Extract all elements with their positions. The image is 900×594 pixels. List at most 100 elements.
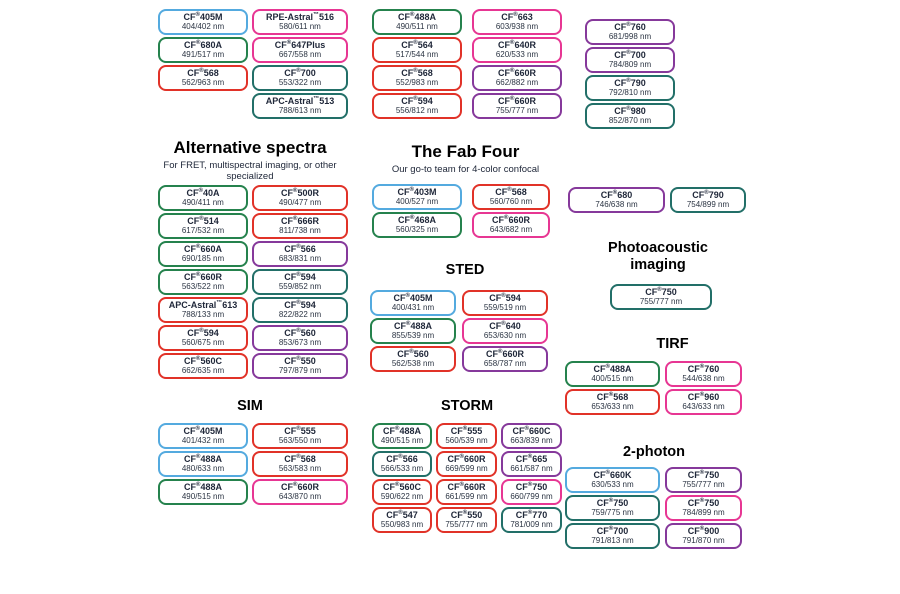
- dye-wavelength: 788/613 nm: [278, 106, 322, 116]
- dye-wavelength: 400/431 nm: [391, 303, 435, 313]
- dye-name: CF®660C: [512, 426, 551, 437]
- dye-wavelength: 566/533 nm: [380, 464, 424, 474]
- dye-name: CF®488A: [184, 454, 222, 465]
- dye-wavelength: 755/777 nm: [682, 480, 725, 490]
- dye-wavelength: 603/938 nm: [495, 22, 539, 32]
- dye-name: CF®700: [596, 526, 629, 537]
- dye-wavelength: 580/611 nm: [279, 22, 321, 32]
- dye-wavelength: 746/638 nm: [595, 200, 638, 210]
- dye-wavelength: 788/133 nm: [181, 310, 225, 320]
- dye-wavelength: 490/515 nm: [380, 436, 424, 446]
- dye-name: CF®488A: [184, 482, 222, 493]
- dye-wavelength: 590/622 nm: [380, 492, 424, 502]
- sim-title: SIM: [237, 398, 263, 414]
- dye-wavelength: 784/809 nm: [608, 60, 652, 70]
- dye-name: CF®665: [515, 454, 548, 465]
- dye-name: CF®660R: [447, 482, 486, 493]
- dye-name: CF®568: [596, 392, 629, 403]
- dye-wavelength: 755/777 nm: [639, 297, 683, 307]
- dye-wavelength: 562/963 nm: [181, 78, 225, 88]
- dye-name: CF®500R: [281, 188, 319, 199]
- dye-name: CF®660R: [281, 482, 319, 493]
- dye-wavelength: 630/533 nm: [591, 480, 634, 490]
- dye-name: CF®700: [614, 50, 646, 61]
- dye-name: CF®560: [284, 328, 316, 339]
- dye-name: CF®790: [614, 78, 646, 89]
- fab-four-subtitle: Our go-to team for 4-color confocal: [391, 164, 540, 175]
- dye-wavelength: 660/799 nm: [510, 492, 553, 502]
- dye-name: CF®566: [284, 244, 316, 255]
- dye-wavelength: 490/411 nm: [182, 198, 224, 208]
- dye-name: CF®660R: [486, 349, 524, 360]
- dye-wavelength: 653/630 nm: [483, 331, 527, 341]
- dye-wavelength: 401/432 nm: [181, 436, 225, 446]
- dye-name: CF®770: [515, 510, 548, 521]
- dye-name: CF®900: [687, 526, 720, 537]
- dye-name: CF®568: [187, 68, 219, 79]
- dye-wavelength: 560/675 nm: [181, 338, 225, 348]
- dye-name: CF®660R: [492, 215, 530, 226]
- dye-wavelength: 400/515 nm: [591, 374, 634, 384]
- dye-wavelength: 755/777 nm: [445, 520, 488, 530]
- dye-wavelength: 559/519 nm: [483, 303, 527, 313]
- dye-name: CF®660A: [184, 244, 222, 255]
- dye-wavelength: 491/517 nm: [181, 50, 225, 60]
- tirf-title: TIRF: [656, 336, 689, 352]
- photoacoustic-title: Photoacoustic imaging: [592, 240, 724, 274]
- dye-wavelength: 855/539 nm: [391, 331, 435, 341]
- dye-wavelength: 791/870 nm: [682, 536, 725, 546]
- dye-name: CF®594: [401, 96, 433, 107]
- dye-wavelength: 559/852 nm: [278, 282, 322, 292]
- dye-wavelength: 556/812 nm: [395, 106, 439, 116]
- dye-wavelength: 658/787 nm: [483, 359, 527, 369]
- dye-wavelength: 620/533 nm: [495, 50, 539, 60]
- sted-title: STED: [445, 262, 485, 278]
- dye-wavelength: 490/515 nm: [181, 492, 225, 502]
- dye-name: CF®566: [386, 454, 418, 465]
- dye-name: CF®666R: [281, 216, 319, 227]
- fab-four-title: The Fab Four: [411, 142, 520, 161]
- dye-name: CF®560C: [383, 482, 421, 493]
- dye-wavelength: 643/633 nm: [682, 402, 725, 412]
- alternative-spectra-title: Alternative spectra: [173, 138, 327, 157]
- dye-name: CF®680: [600, 190, 633, 201]
- dye-name: CF®594: [284, 272, 316, 283]
- dye-name: CF®750: [596, 498, 629, 509]
